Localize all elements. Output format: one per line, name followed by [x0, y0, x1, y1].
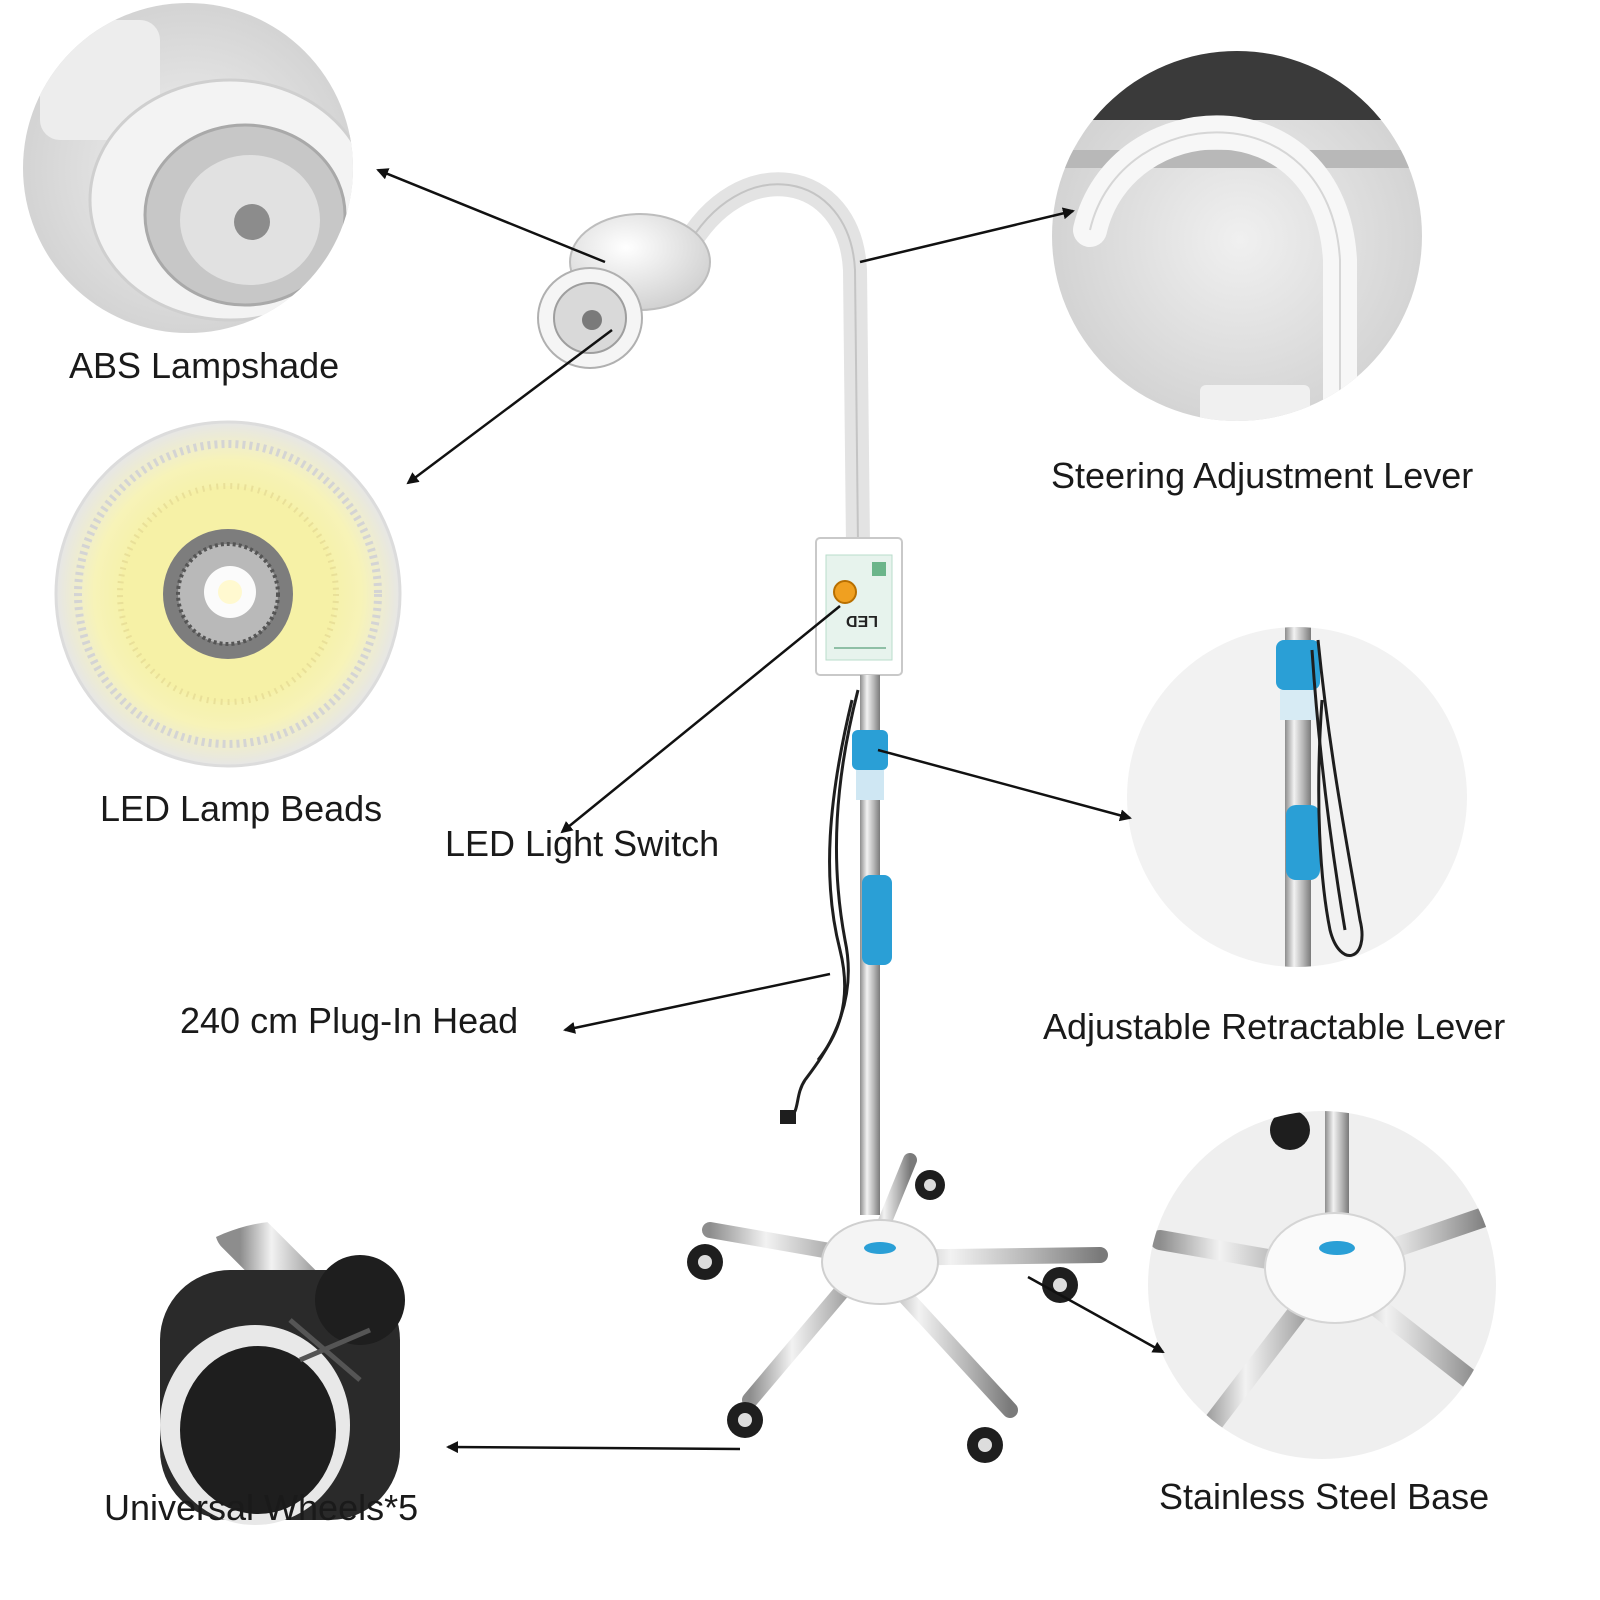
clamp-knob — [852, 730, 888, 770]
label-retractable-lever: Adjustable Retractable Lever — [1043, 1006, 1506, 1047]
label-stainless-base: Stainless Steel Base — [1159, 1476, 1490, 1517]
lamp-head — [537, 213, 711, 369]
detail-steering-circle — [1052, 51, 1422, 421]
detail-lampshade-circle — [23, 3, 353, 333]
label-plug-in-head: 240 cm Plug-In Head — [180, 1000, 519, 1041]
detail-wheel-circle — [122, 1221, 450, 1550]
main-lamp: LED — [537, 172, 1108, 1463]
plug — [780, 1110, 796, 1124]
label-led-lamp-beads: LED Lamp Beads — [100, 788, 383, 829]
callout-arrows — [376, 168, 1165, 1454]
rolling-base — [687, 1153, 1108, 1463]
switch-box — [815, 537, 903, 676]
label-led-light-switch: LED Light Switch — [445, 823, 720, 864]
detail-lamp-beads-circle — [54, 420, 402, 768]
label-steering-lever: Steering Adjustment Lever — [1051, 455, 1474, 496]
blue-grip — [862, 875, 892, 965]
switch-led-text: LED — [846, 612, 878, 629]
label-universal-wheels: Universal Wheels*5 — [104, 1487, 419, 1528]
detail-retractable-circle — [1127, 627, 1467, 967]
detail-base-circle — [1148, 1111, 1496, 1459]
label-abs-lampshade: ABS Lampshade — [69, 345, 340, 386]
